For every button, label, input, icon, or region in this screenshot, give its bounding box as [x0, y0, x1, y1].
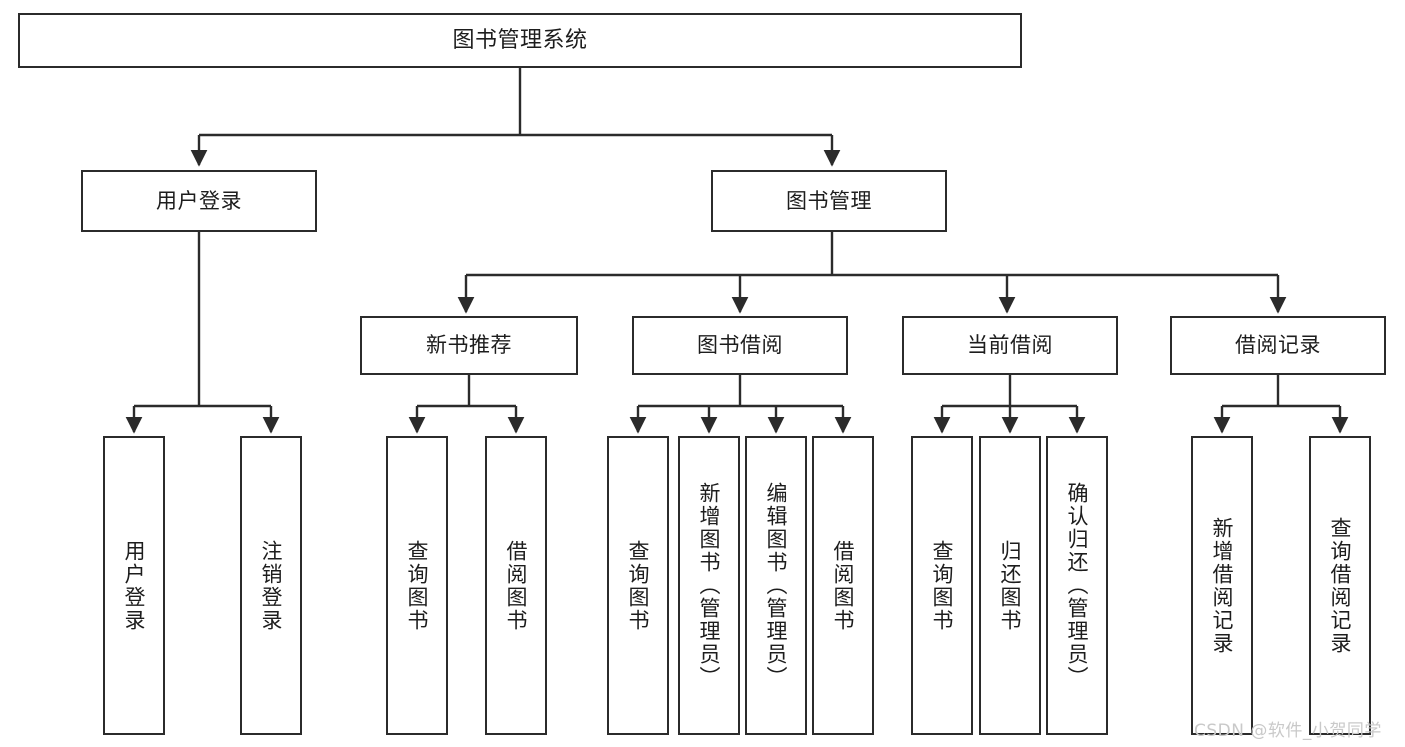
leaf-query-book-2-label: 查询图书: [626, 539, 651, 632]
leaf-add-record[interactable]: 新增借阅记录: [1191, 436, 1253, 735]
node-book-manage-label: 图书管理: [786, 188, 872, 213]
node-book-manage[interactable]: 图书管理: [711, 170, 947, 232]
node-current-borrow-label: 当前借阅: [967, 333, 1053, 358]
leaf-user-logout[interactable]: 注销登录: [240, 436, 302, 735]
leaf-user-login-label: 用户登录: [122, 539, 147, 632]
node-current-borrow[interactable]: 当前借阅: [902, 316, 1118, 375]
leaf-borrow-book-1-label: 借阅图书: [504, 539, 529, 632]
leaf-user-login[interactable]: 用户登录: [103, 436, 165, 735]
node-new-book-rec-label: 新书推荐: [426, 333, 512, 358]
node-root[interactable]: 图书管理系统: [18, 13, 1022, 68]
leaf-borrow-book-1[interactable]: 借阅图书: [485, 436, 547, 735]
node-borrow-record-label: 借阅记录: [1235, 333, 1321, 358]
leaf-borrow-book-2[interactable]: 借阅图书: [812, 436, 874, 735]
leaf-return-book-label: 归还图书: [998, 539, 1023, 632]
leaf-borrow-book-2-label: 借阅图书: [831, 539, 856, 632]
leaf-query-book-1-label: 查询图书: [405, 539, 430, 632]
leaf-return-book[interactable]: 归还图书: [979, 436, 1041, 735]
leaf-query-book-2[interactable]: 查询图书: [607, 436, 669, 735]
leaf-add-record-label: 新增借阅记录: [1210, 516, 1235, 655]
node-new-book-rec[interactable]: 新书推荐: [360, 316, 578, 375]
leaf-query-record[interactable]: 查询借阅记录: [1309, 436, 1371, 735]
leaf-query-book-1[interactable]: 查询图书: [386, 436, 448, 735]
node-borrow-record[interactable]: 借阅记录: [1170, 316, 1386, 375]
node-user-login-label: 用户登录: [156, 188, 242, 213]
leaf-edit-book-label: 编辑图书（管理员）: [764, 482, 789, 689]
node-book-borrow-label: 图书借阅: [697, 333, 783, 358]
leaf-query-book-3[interactable]: 查询图书: [911, 436, 973, 735]
leaf-confirm-return[interactable]: 确认归还（管理员）: [1046, 436, 1108, 735]
csdn-watermark: CSDN @软件_小贺同学: [1194, 721, 1382, 741]
leaf-confirm-return-label: 确认归还（管理员）: [1065, 482, 1090, 689]
leaf-edit-book[interactable]: 编辑图书（管理员）: [745, 436, 807, 735]
node-root-label: 图书管理系统: [452, 27, 588, 53]
leaf-add-book-label: 新增图书（管理员）: [697, 482, 722, 689]
leaf-query-book-3-label: 查询图书: [930, 539, 955, 632]
node-book-borrow[interactable]: 图书借阅: [632, 316, 848, 375]
leaf-query-record-label: 查询借阅记录: [1328, 516, 1353, 655]
leaf-add-book[interactable]: 新增图书（管理员）: [678, 436, 740, 735]
leaf-user-logout-label: 注销登录: [259, 539, 284, 632]
node-user-login[interactable]: 用户登录: [81, 170, 317, 232]
